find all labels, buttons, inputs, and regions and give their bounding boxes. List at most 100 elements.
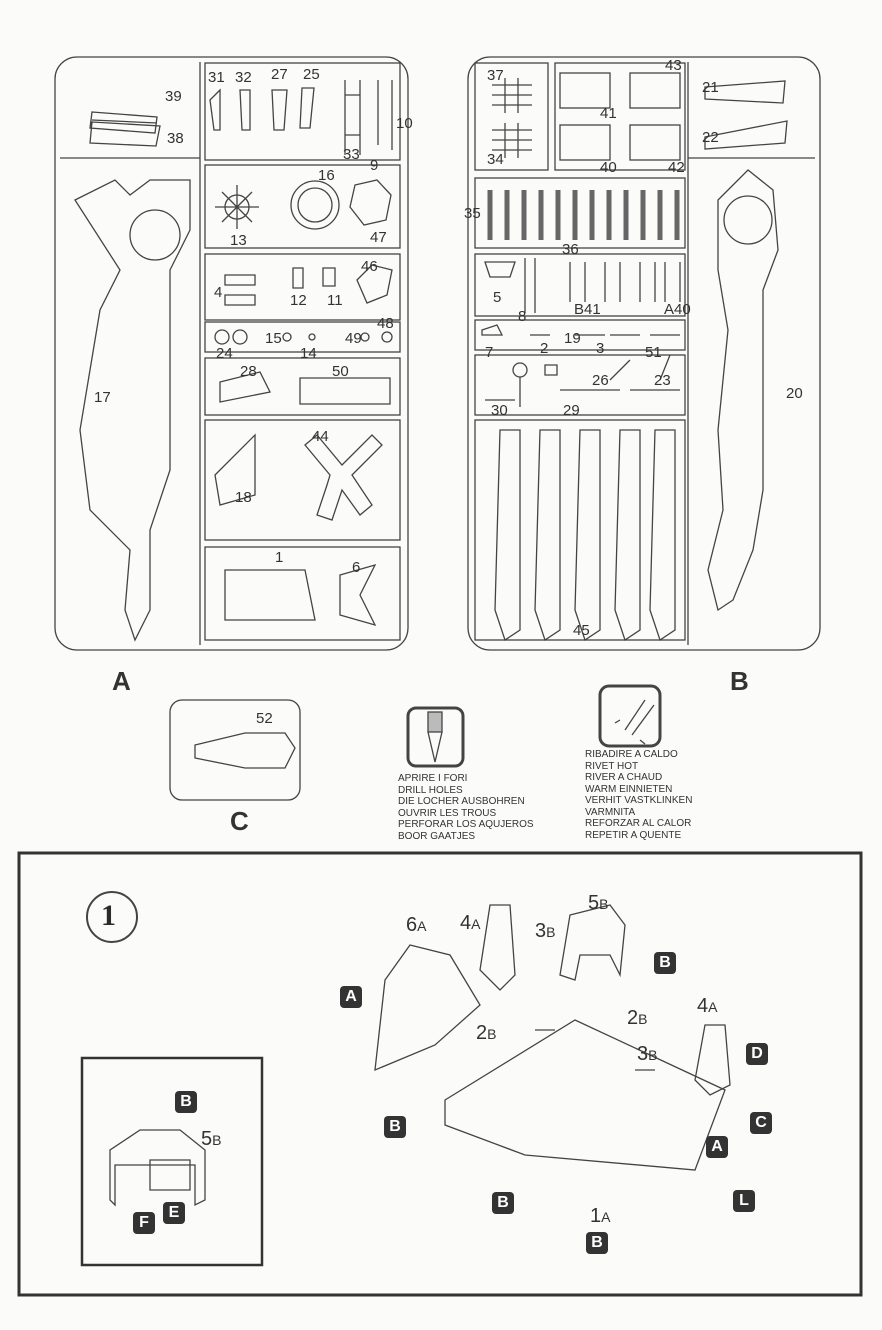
legend-line: PERFORAR LOS AQUJEROS: [398, 819, 534, 830]
legend-line: OUVRIR LES TROUS: [398, 807, 497, 819]
part-label: 50: [332, 363, 349, 380]
sprue-badge: B: [384, 1116, 406, 1138]
sprue-c-letter: C: [230, 806, 249, 836]
part-label: 24: [216, 345, 233, 362]
part-label: 10: [396, 115, 413, 132]
sprue-badge: A: [340, 986, 362, 1008]
part-label: 34: [487, 151, 504, 168]
sprue-c-frame: [169, 699, 301, 801]
part-label: 7: [485, 344, 494, 361]
sprue-badge: L: [733, 1190, 755, 1212]
callout: 1A: [590, 1205, 611, 1227]
part-label: 4: [214, 284, 223, 301]
part-label: 44: [312, 428, 329, 445]
part-label: 31: [208, 69, 225, 86]
part-label: 8: [518, 308, 527, 325]
part-label: 17: [94, 389, 111, 406]
sprue-badge: B: [586, 1232, 608, 1254]
part-label: 51: [645, 344, 662, 361]
part-label: 38: [167, 130, 184, 147]
part-label: 40: [600, 159, 617, 176]
inset-badge: B: [175, 1091, 197, 1113]
part-label: 25: [303, 66, 320, 83]
sprue-badge: A: [706, 1136, 728, 1158]
callout: 2B: [476, 1022, 497, 1044]
legend-line: RIVER A CHAUD: [585, 772, 663, 783]
part-label: 1: [275, 549, 284, 566]
part-label: 43: [665, 57, 682, 74]
part-label: 13: [230, 232, 247, 249]
inset-badge: F: [133, 1212, 155, 1234]
drill-holes-legend: APRIRE I FORI DRILL HOLES DIE LOCHER AUS…: [398, 773, 534, 842]
part-label: 48: [377, 315, 394, 332]
legend-line: DIE LOCHER AUSBOHREN: [398, 796, 525, 807]
sprue-badge: C: [750, 1112, 772, 1134]
legend-line: DRILL HOLES: [398, 784, 463, 796]
part-label: 52: [256, 710, 273, 727]
part-label: 28: [240, 363, 257, 380]
callout: 2B: [627, 1007, 648, 1029]
legend-line: APRIRE I FORI: [398, 773, 468, 784]
part-label: 47: [370, 229, 387, 246]
sprue-badge: B: [492, 1192, 514, 1214]
rivet-hot-legend: RIBADIRE A CALDO RIVET HOT RIVER A CHAUD…: [585, 749, 692, 841]
legend-line: VARMNITA: [585, 806, 636, 818]
part-label: 19: [564, 330, 581, 347]
legend-line: REPETIR A QUENTE: [585, 829, 682, 841]
legend-line: VERHIT VASTKLINKEN: [585, 795, 693, 806]
sprue-b-letter: B: [730, 666, 749, 696]
inset-badge: E: [163, 1202, 185, 1224]
part-label: 3: [596, 340, 605, 357]
part-label: 20: [786, 385, 803, 402]
part-label: 18: [235, 489, 252, 506]
sprue-a-frame: [54, 56, 409, 651]
part-label: 46: [361, 258, 378, 275]
part-label: 29: [563, 402, 580, 419]
callout: 3B: [637, 1043, 658, 1065]
part-label: 30: [491, 402, 508, 419]
legend-line: BOOR GAATJES: [398, 830, 476, 842]
sprue-a-letter: A: [112, 666, 131, 696]
part-label: 14: [300, 345, 317, 362]
part-label: 49: [345, 330, 362, 347]
rivet-hot-icon: [598, 684, 662, 748]
sprue-badge: B: [654, 952, 676, 974]
part-label: 32: [235, 69, 252, 86]
part-label: 41: [600, 105, 617, 122]
callout: 3B: [535, 920, 556, 942]
callout: 4A: [697, 995, 718, 1017]
part-label: 35: [464, 205, 481, 222]
part-label: 26: [592, 372, 609, 389]
part-label: 39: [165, 88, 182, 105]
part-label: 33: [343, 146, 360, 163]
legend-line: RIVET HOT: [585, 760, 639, 772]
part-label: 23: [654, 372, 671, 389]
part-label: 5: [493, 289, 502, 306]
part-label: 15: [265, 330, 282, 347]
sprue-badge: D: [746, 1043, 768, 1065]
part-label: 22: [702, 129, 719, 146]
step-number: 1: [101, 899, 116, 932]
part-label: 6: [352, 559, 361, 576]
part-label: 27: [271, 66, 288, 83]
legend-line: REFORZAR AL CALOR: [585, 818, 692, 829]
part-label: 11: [327, 292, 343, 309]
part-label: 36: [562, 241, 579, 258]
legend-line: WARM EINNIETEN: [585, 783, 673, 795]
part-label: B41: [574, 301, 601, 318]
drill-icon: [406, 706, 465, 768]
callout: 6A: [406, 914, 427, 936]
callout: 4A: [460, 912, 481, 934]
legend-line: RIBADIRE A CALDO: [585, 749, 678, 760]
part-label: 2: [540, 340, 549, 357]
part-label: A40: [664, 301, 691, 318]
part-label: 45: [573, 622, 590, 639]
part-label: 42: [668, 159, 685, 176]
part-label: 37: [487, 67, 504, 84]
part-label: 9: [370, 157, 379, 174]
part-label: 16: [318, 167, 335, 184]
inset-callout: 5B: [201, 1128, 222, 1150]
part-label: 21: [702, 79, 719, 96]
sprue-b-frame: [467, 56, 821, 651]
